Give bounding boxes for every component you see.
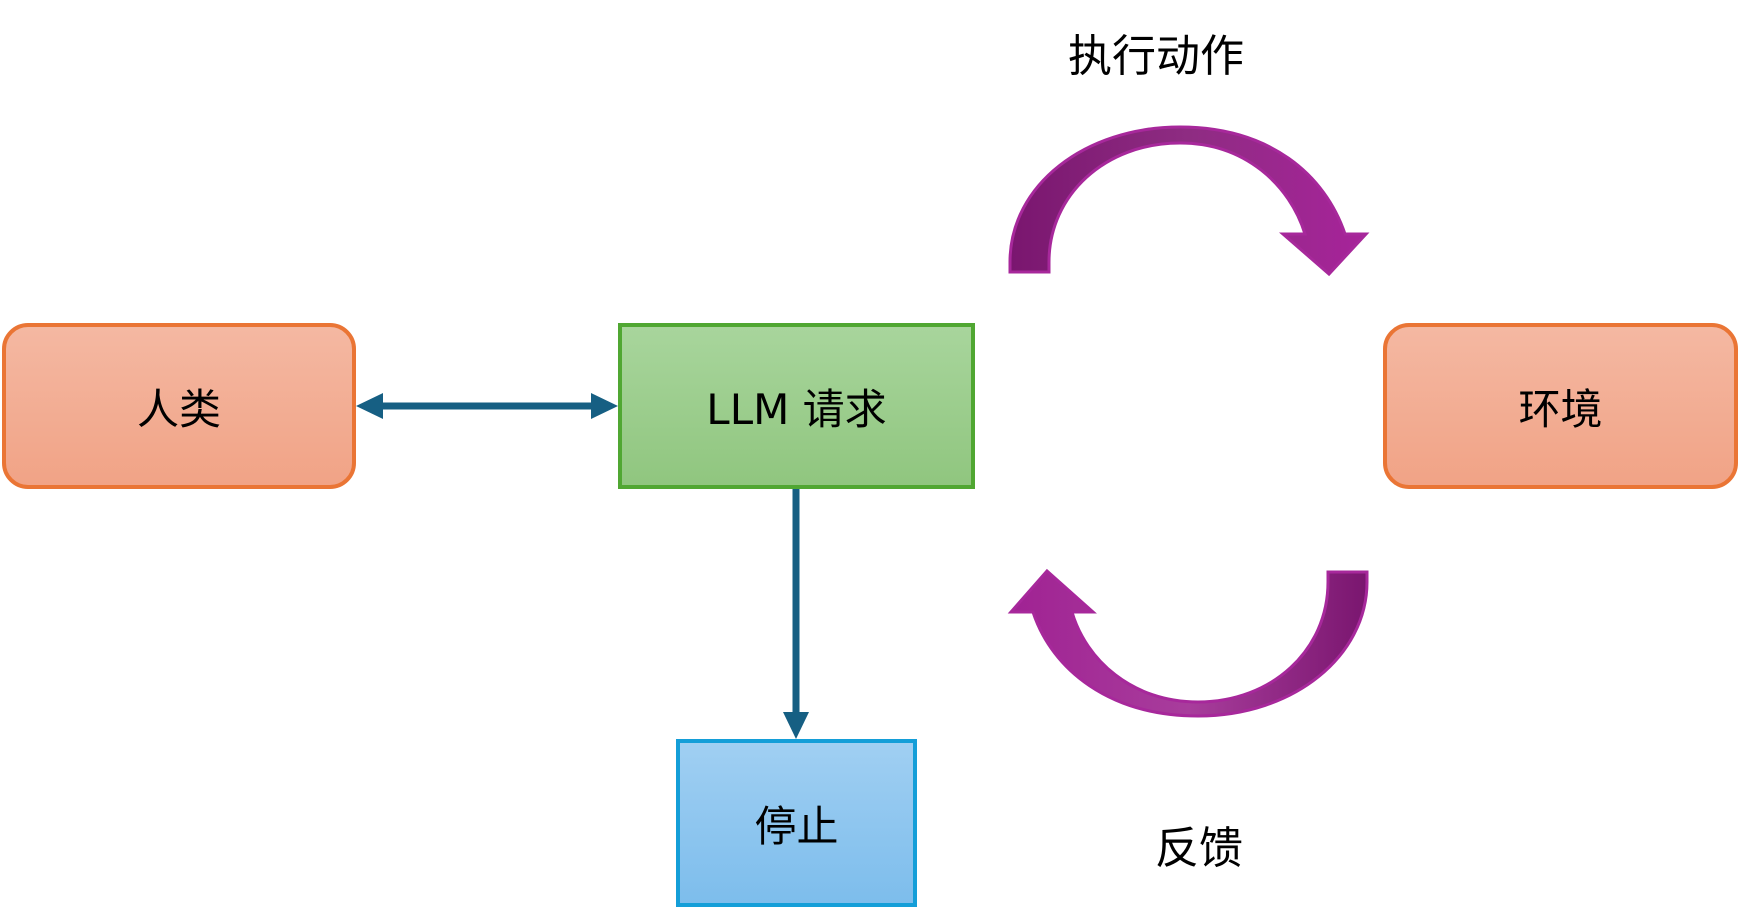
- node-llm-request-label: LLM 请求: [706, 384, 887, 434]
- node-stop-label: 停止: [754, 801, 839, 851]
- curved-arrow-feedback: [1007, 568, 1369, 718]
- node-environment: 环境: [1383, 323, 1738, 489]
- curved-arrow-execute-action: [1008, 125, 1370, 277]
- label-feedback: 反馈: [1155, 823, 1243, 874]
- bidirectional-arrow-human-llm: [356, 393, 618, 419]
- node-stop: 停止: [676, 739, 917, 907]
- node-human-label: 人类: [136, 384, 221, 434]
- node-llm-request: LLM 请求: [618, 323, 975, 489]
- arrow-llm-to-stop: [783, 489, 809, 739]
- label-execute-action: 执行动作: [1068, 31, 1244, 82]
- node-environment-label: 环境: [1518, 384, 1603, 434]
- node-human: 人类: [2, 323, 356, 489]
